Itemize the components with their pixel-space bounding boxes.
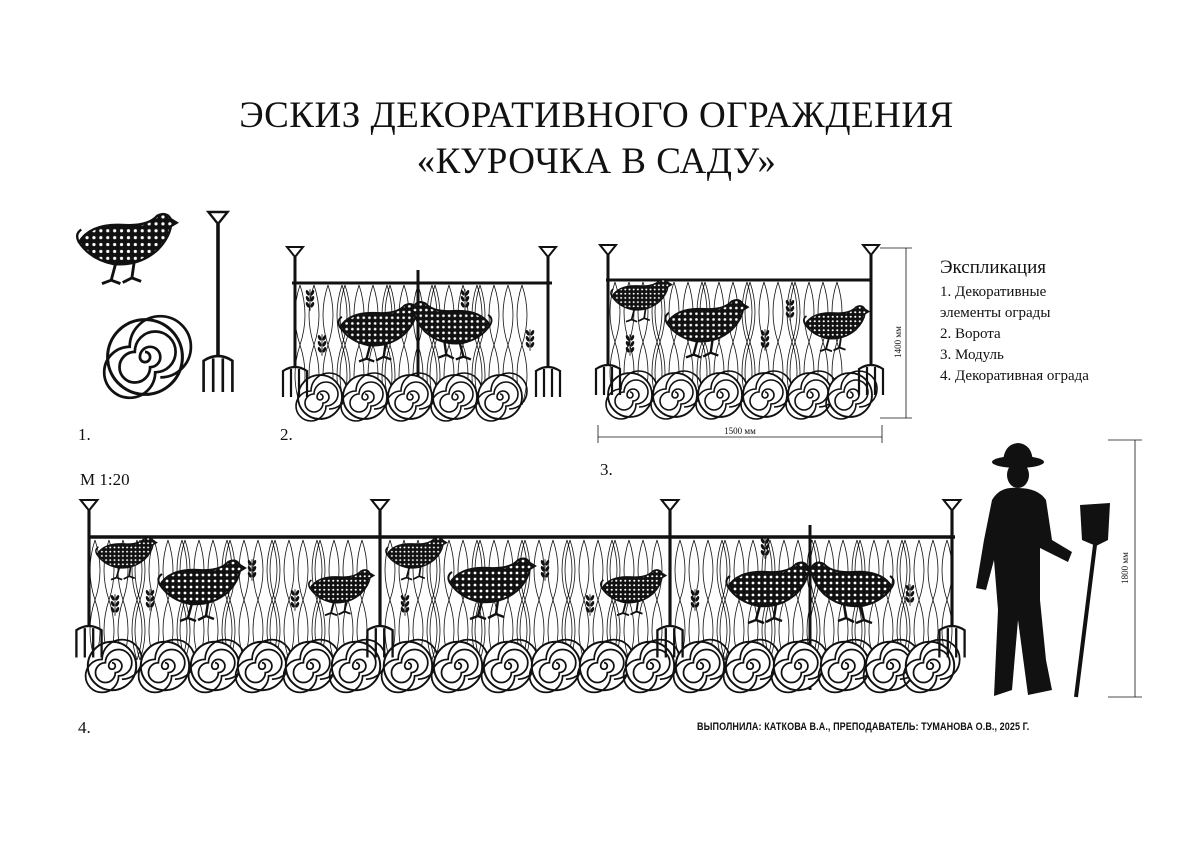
person-dimension-line xyxy=(1108,439,1142,698)
label-elements: 1. xyxy=(78,425,91,444)
shovel-icon xyxy=(1074,503,1110,698)
credit-line: ВЫПОЛНИЛА: КАТКОВА В.А., ПРЕПОДАВАТЕЛЬ: … xyxy=(697,721,1030,733)
label-fence: 4. xyxy=(78,718,91,737)
explication-item: элементы ограды xyxy=(940,305,1051,321)
explication-title: Экспликация xyxy=(940,257,1047,278)
explication-item: 3. Модуль xyxy=(940,347,1004,363)
element-pitchfork-icon xyxy=(201,210,235,394)
module-width-dim: 1500 мм xyxy=(724,426,756,436)
title-line-2: «КУРОЧКА В САДУ» xyxy=(416,141,777,182)
person-silhouette-icon xyxy=(976,443,1072,696)
module-height-dim: 1400 мм xyxy=(893,326,903,358)
explication-item: 2. Ворота xyxy=(940,326,1001,342)
title-line-1: ЭСКИЗ ДЕКОРАТИВНОГО ОГРАЖДЕНИЯ xyxy=(239,95,954,136)
explication-item: 4. Декоративная ограда xyxy=(940,368,1089,384)
label-module: 3. xyxy=(600,460,613,479)
element-hay-bale-icon xyxy=(102,314,193,400)
module-drawing xyxy=(594,243,912,443)
label-scale: М 1:20 xyxy=(80,470,130,489)
gate-drawing xyxy=(281,245,562,422)
label-gate: 2. xyxy=(280,425,293,444)
explication-list: 1. Декоративные элементы ограды 2. Ворот… xyxy=(940,282,1089,387)
explication-item: 1. Декоративные xyxy=(940,284,1047,300)
person-height-dim: 1800 мм xyxy=(1120,552,1130,584)
element-hen-icon xyxy=(75,212,179,286)
fence-drawing xyxy=(74,498,967,694)
